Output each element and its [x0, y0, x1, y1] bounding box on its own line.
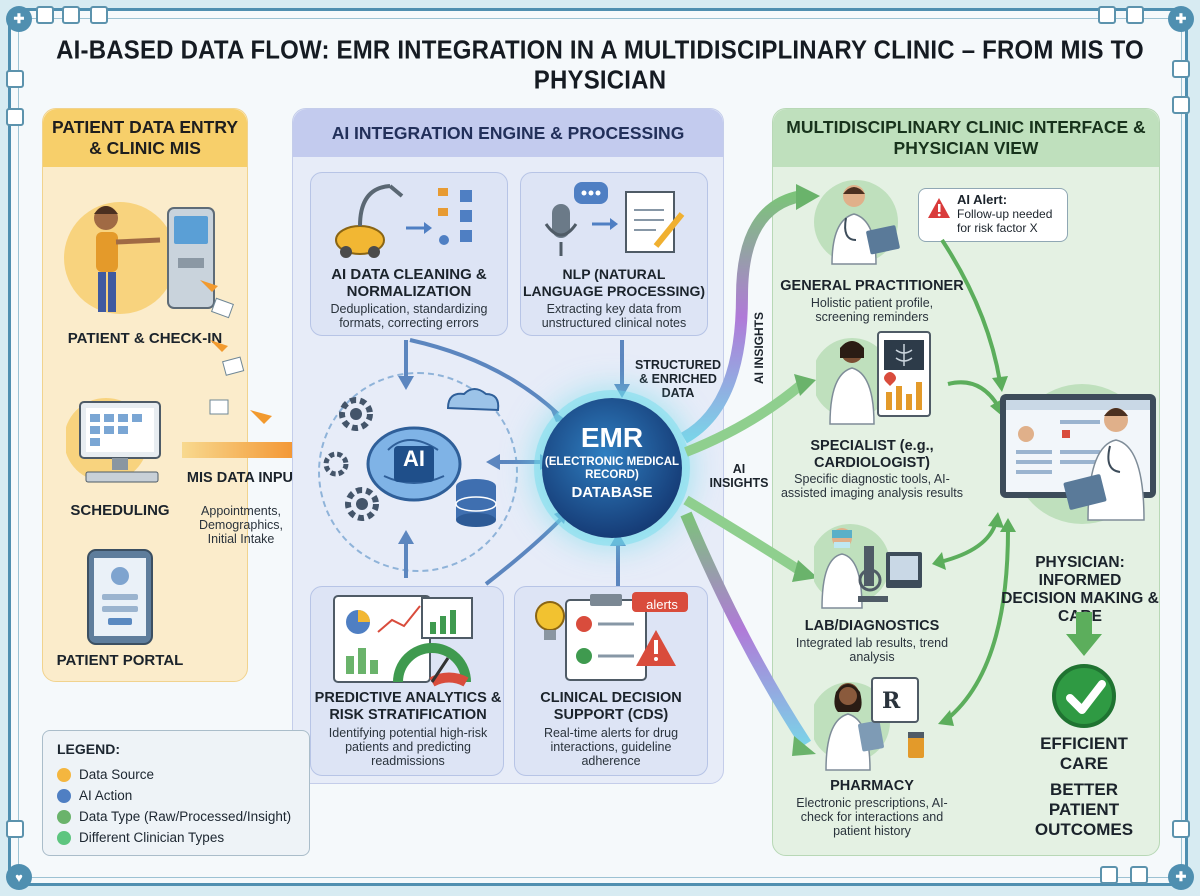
emr-database-label: DATABASE	[571, 484, 653, 501]
heart-icon: ♥	[6, 864, 32, 890]
mis-input-arrow	[182, 434, 316, 466]
pill-icon	[1172, 60, 1190, 78]
legend-item-data-type: Data Type (Raw/Processed/Insight)	[57, 809, 291, 824]
scheduling-computer-illustration	[66, 398, 161, 483]
ai-alert-title: AI Alert:	[957, 192, 1008, 207]
scheduling-label: SCHEDULING	[70, 502, 170, 519]
lab-description: Integrated lab results, trend analysis	[795, 636, 949, 664]
legend-item-data-source: Data Source	[57, 767, 154, 782]
document-icon	[62, 6, 80, 24]
down-arrow	[1066, 612, 1102, 656]
predictive-analytics-title: PREDICTIVE ANALYTICS & RISK STRATIFICATI…	[314, 690, 502, 723]
ai-core-label: AI	[403, 446, 425, 471]
alerts-tag: alerts	[646, 597, 678, 612]
pharmacy-description: Electronic prescriptions, AI-check for i…	[796, 796, 948, 838]
data-cleaning-description: Deduplication, standardizing formats, co…	[330, 302, 488, 330]
general-practitioner-illustration	[814, 180, 900, 265]
specialist-description: Specific diagnostic tools, AI-assisted i…	[780, 472, 964, 500]
legend: LEGEND: Data Source AI Action Data Type …	[42, 730, 310, 856]
ai-insights-vertical-label: AI INSIGHTS	[752, 311, 766, 384]
checkmark-icon	[1052, 664, 1116, 728]
patient-portal-tablet-illustration	[87, 549, 153, 645]
data-cleaning-title: AI DATA CLEANING & NORMALIZATION	[331, 266, 487, 300]
svg-text:R: R	[882, 688, 901, 714]
legend-swatch	[57, 830, 71, 845]
patient-data-entry-panel: PATIENT DATA ENTRY & CLINIC MIS	[42, 108, 248, 682]
physician-dashboard-illustration	[1000, 384, 1156, 524]
shield-icon: ✚	[6, 6, 32, 32]
legend-item-clinician-types: Different Clinician Types	[57, 830, 224, 845]
lab-title: LAB/DIAGNOSTICS	[804, 618, 940, 634]
efficient-care-label: EFFICIENT CARE	[1040, 734, 1128, 773]
clinician-to-physician-arrows	[932, 238, 1016, 726]
nlp-title: NLP (NATURAL LANGUAGE PROCESSING)	[522, 266, 705, 299]
nlp-description: Extracting key data from unstructured cl…	[541, 302, 687, 330]
better-outcomes-label: BETTER PATIENT OUTCOMES	[1034, 780, 1134, 839]
nlp-card	[520, 172, 708, 336]
legend-swatch	[57, 788, 71, 803]
checkmark-glyph	[1066, 680, 1106, 714]
microphone-notes-icon	[544, 182, 685, 256]
mis-input-label: MIS DATA INPUT:	[186, 470, 306, 486]
ai-alert-text: Follow-up needed for risk factor X	[957, 207, 1053, 235]
stethoscope-icon	[6, 820, 24, 838]
page-title: AI-BASED DATA FLOW: EMR INTEGRATION IN A…	[56, 35, 1144, 96]
emr-database-node: EMR (ELECTRONIC MEDICAL RECORD) DATABASE	[542, 398, 682, 538]
legend-swatch	[57, 767, 71, 782]
medical-cross-icon: ✚	[1168, 864, 1194, 890]
document-icon	[1172, 96, 1190, 114]
panel-heading: PATIENT DATA ENTRY & CLINIC MIS	[43, 109, 247, 167]
mis-input-description: Appointments, Demographics, Initial Inta…	[198, 504, 284, 546]
bottle-icon	[1100, 866, 1118, 884]
legend-label: AI Action	[79, 788, 133, 803]
ai-brain-core-illustration	[323, 388, 500, 527]
emr-title: EMR	[580, 422, 644, 453]
inner-frame	[18, 18, 1182, 878]
patient-kiosk-illustration	[64, 202, 215, 314]
ai-insights-label: AI INSIGHTS	[709, 462, 769, 490]
legend-label: Data Type (Raw/Processed/Insight)	[79, 809, 292, 824]
document-icon	[6, 108, 24, 126]
gp-title: GENERAL PRACTITIONER	[780, 278, 964, 294]
document-icon	[6, 70, 24, 88]
data-flow-arrows	[200, 280, 272, 424]
building-icon	[1098, 6, 1116, 24]
patient-checkin-label: PATIENT & CHECK-IN	[67, 330, 223, 347]
clipboard-icon	[1130, 866, 1148, 884]
predictive-analytics-description: Identifying potential high-risk patients…	[328, 726, 488, 768]
panel-heading: AI INTEGRATION ENGINE & PROCESSING	[293, 109, 723, 157]
analytics-dashboard-icon	[333, 595, 473, 687]
brain-icon	[1126, 6, 1144, 24]
specialist-title: SPECIALIST (e.g., CARDIOLOGIST)	[810, 438, 934, 471]
specialist-illustration	[816, 331, 931, 425]
legend-label: Data Source	[79, 767, 155, 782]
monitor-icon	[90, 6, 108, 24]
structured-data-label: STRUCTURED & ENRICHED DATA	[634, 358, 722, 400]
pharmacy-title: PHARMACY	[830, 778, 914, 794]
clipboard-icon	[36, 6, 54, 24]
patient-portal-label: PATIENT PORTAL	[56, 652, 184, 669]
warning-icon	[928, 198, 950, 218]
pharmacy-illustration: R	[814, 677, 924, 771]
cds-alerts-icon	[535, 592, 688, 681]
ai-alert-callout: AI Alert: Follow-up needed for risk fact…	[918, 188, 1068, 242]
gp-description: Holistic patient profile, screening remi…	[810, 296, 934, 324]
legend-title: LEGEND:	[57, 741, 120, 757]
medicine-icon	[1172, 820, 1190, 838]
legend-swatch	[57, 809, 71, 824]
vacuum-cleaning-icon	[335, 184, 472, 258]
emr-subtitle: (ELECTRONIC MEDICAL RECORD)	[544, 456, 680, 481]
cds-title: CLINICAL DECISION SUPPORT (CDS)	[540, 690, 682, 723]
ai-core-ring	[318, 372, 518, 572]
panel-heading: MULTIDISCIPLINARY CLINIC INTERFACE & PHY…	[773, 109, 1159, 167]
medical-cross-icon: ✚	[1168, 6, 1194, 32]
legend-item-ai-action: AI Action	[57, 788, 132, 803]
legend-label: Different Clinician Types	[79, 830, 225, 845]
cds-description: Real-time alerts for drug interactions, …	[543, 726, 679, 768]
lab-diagnostics-illustration	[814, 524, 922, 609]
ai-insight-arrows	[680, 184, 820, 756]
